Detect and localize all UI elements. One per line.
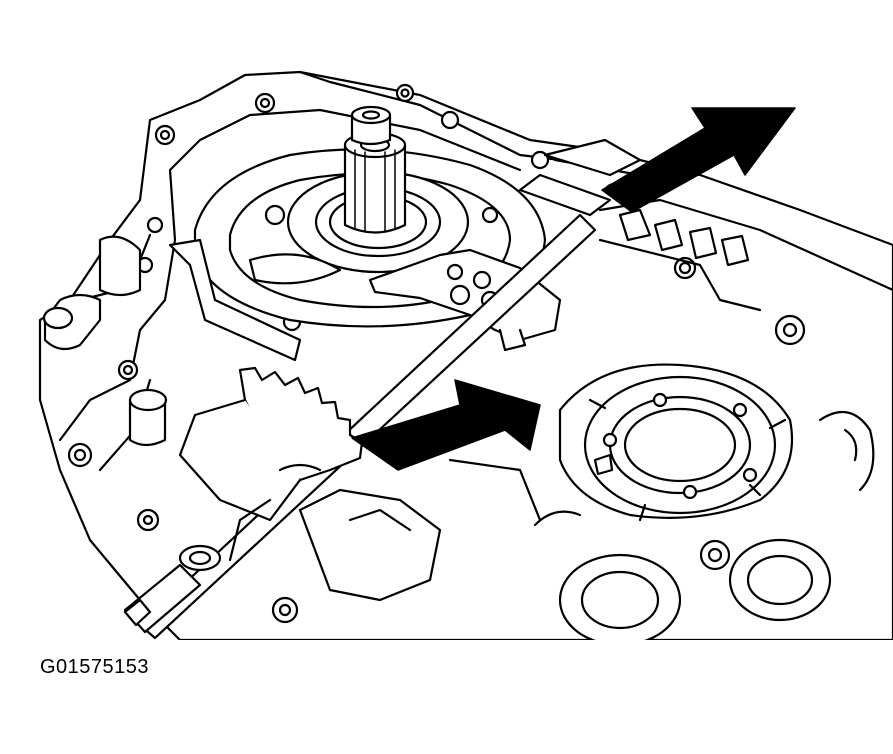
callout-arrow-lower [351, 379, 541, 471]
gasket-channel [168, 238, 302, 362]
detent-sector-plate [178, 366, 364, 522]
case-ribs [228, 458, 542, 602]
transaxle-line-drawing [38, 70, 893, 640]
valve-body-wall [543, 138, 893, 312]
side-boss [42, 235, 168, 447]
bearing-bore [558, 363, 794, 522]
case-bolt-holes [67, 83, 806, 624]
callout-arrow-upper [601, 107, 796, 213]
detent-lever-plate [368, 248, 562, 352]
figure-id-label: G01575153 [40, 656, 150, 678]
lower-bores [533, 410, 875, 640]
